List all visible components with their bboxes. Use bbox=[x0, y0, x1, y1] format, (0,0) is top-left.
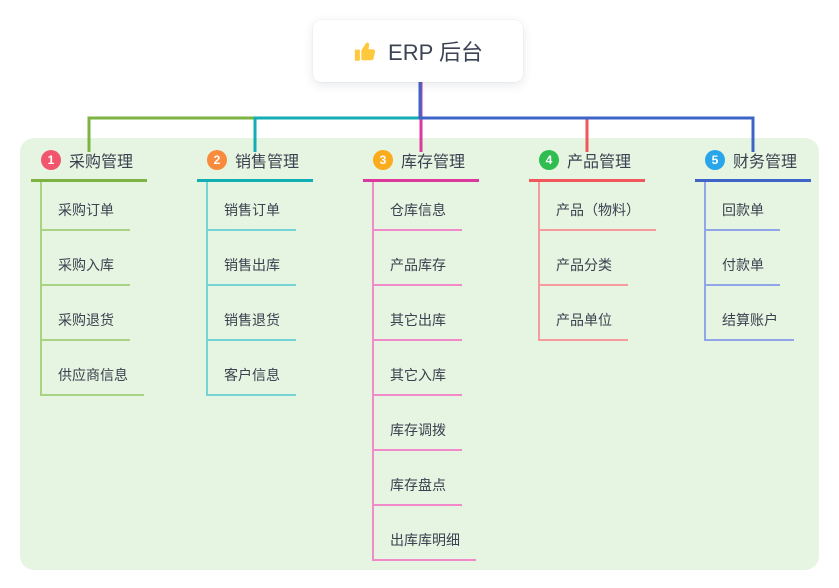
child-row: 产品库存 bbox=[363, 231, 479, 286]
branch-inventory-children: 仓库信息 产品库存 其它出库 其它入库 库存调拨 库存盘点 出库库明细 bbox=[363, 182, 479, 561]
thumbs-up-icon bbox=[353, 39, 378, 64]
node-product-material[interactable]: 产品（物料） bbox=[538, 200, 656, 231]
child-row: 结算账户 bbox=[695, 286, 811, 341]
child-row: 销售退货 bbox=[197, 286, 313, 341]
child-row: 采购退货 bbox=[31, 286, 147, 341]
badge-5: 5 bbox=[705, 150, 725, 170]
child-row: 库存调拨 bbox=[363, 396, 479, 451]
child-row: 采购订单 bbox=[31, 182, 147, 231]
node-receipt-doc[interactable]: 回款单 bbox=[704, 200, 780, 231]
node-sales-order[interactable]: 销售订单 bbox=[206, 200, 296, 231]
node-other-inbound[interactable]: 其它入库 bbox=[372, 365, 462, 396]
child-row: 产品（物料） bbox=[529, 182, 656, 231]
child-row: 采购入库 bbox=[31, 231, 147, 286]
badge-4: 4 bbox=[539, 150, 559, 170]
badge-3: 3 bbox=[373, 150, 393, 170]
node-other-outbound[interactable]: 其它出库 bbox=[372, 310, 462, 341]
branch-product-children: 产品（物料） 产品分类 产品单位 bbox=[529, 182, 656, 341]
branch-sales-label: 销售管理 bbox=[235, 154, 300, 171]
child-row: 其它出库 bbox=[363, 286, 479, 341]
branch-sales: 2 销售管理 销售订单 销售出库 销售退货 客户信息 bbox=[197, 148, 313, 396]
branch-product-head[interactable]: 4 产品管理 bbox=[529, 148, 645, 182]
branch-purchase-label: 采购管理 bbox=[69, 154, 134, 171]
badge-1: 1 bbox=[41, 150, 61, 170]
child-row: 销售订单 bbox=[197, 182, 313, 231]
branch-inventory-head[interactable]: 3 库存管理 bbox=[363, 148, 479, 182]
child-row: 销售出库 bbox=[197, 231, 313, 286]
child-row: 仓库信息 bbox=[363, 182, 479, 231]
root-node[interactable]: ERP 后台 bbox=[313, 20, 523, 82]
branch-purchase: 1 采购管理 采购订单 采购入库 采购退货 供应商信息 bbox=[31, 148, 147, 396]
branch-sales-head[interactable]: 2 销售管理 bbox=[197, 148, 313, 182]
child-row: 供应商信息 bbox=[31, 341, 147, 396]
branch-inventory-label: 库存管理 bbox=[401, 154, 466, 171]
branch-product: 4 产品管理 产品（物料） 产品分类 产品单位 bbox=[529, 148, 656, 341]
child-row: 产品分类 bbox=[529, 231, 656, 286]
node-warehouse-info[interactable]: 仓库信息 bbox=[372, 200, 462, 231]
child-row: 产品单位 bbox=[529, 286, 656, 341]
node-purchase-return[interactable]: 采购退货 bbox=[40, 310, 130, 341]
child-row: 回款单 bbox=[695, 182, 811, 231]
node-supplier-info[interactable]: 供应商信息 bbox=[40, 365, 144, 396]
branches-panel bbox=[20, 138, 819, 570]
node-customer-info[interactable]: 客户信息 bbox=[206, 365, 296, 396]
branch-finance: 5 财务管理 回款单 付款单 结算账户 bbox=[695, 148, 811, 341]
node-sales-outbound[interactable]: 销售出库 bbox=[206, 255, 296, 286]
node-stock-taking[interactable]: 库存盘点 bbox=[372, 475, 462, 506]
branch-inventory: 3 库存管理 仓库信息 产品库存 其它出库 其它入库 库存调拨 库存盘点 出库库… bbox=[363, 148, 479, 561]
node-product-category[interactable]: 产品分类 bbox=[538, 255, 628, 286]
branch-purchase-head[interactable]: 1 采购管理 bbox=[31, 148, 147, 182]
child-row: 出库库明细 bbox=[363, 506, 479, 561]
branch-finance-label: 财务管理 bbox=[733, 154, 798, 171]
node-sales-return[interactable]: 销售退货 bbox=[206, 310, 296, 341]
child-row: 客户信息 bbox=[197, 341, 313, 396]
branch-finance-children: 回款单 付款单 结算账户 bbox=[695, 182, 811, 341]
branch-purchase-children: 采购订单 采购入库 采购退货 供应商信息 bbox=[31, 182, 147, 396]
node-purchase-inbound[interactable]: 采购入库 bbox=[40, 255, 130, 286]
node-product-stock[interactable]: 产品库存 bbox=[372, 255, 462, 286]
node-payment-doc[interactable]: 付款单 bbox=[704, 255, 780, 286]
root-title: ERP 后台 bbox=[388, 40, 483, 65]
child-row: 库存盘点 bbox=[363, 451, 479, 506]
child-row: 其它入库 bbox=[363, 341, 479, 396]
node-purchase-order[interactable]: 采购订单 bbox=[40, 200, 130, 231]
branch-sales-children: 销售订单 销售出库 销售退货 客户信息 bbox=[197, 182, 313, 396]
node-product-unit[interactable]: 产品单位 bbox=[538, 310, 628, 341]
node-stock-transfer[interactable]: 库存调拨 bbox=[372, 420, 462, 451]
badge-2: 2 bbox=[207, 150, 227, 170]
node-settlement-account[interactable]: 结算账户 bbox=[704, 310, 794, 341]
child-row: 付款单 bbox=[695, 231, 811, 286]
branch-finance-head[interactable]: 5 财务管理 bbox=[695, 148, 811, 182]
branch-product-label: 产品管理 bbox=[567, 154, 632, 171]
node-outbound-detail[interactable]: 出库库明细 bbox=[372, 530, 476, 561]
